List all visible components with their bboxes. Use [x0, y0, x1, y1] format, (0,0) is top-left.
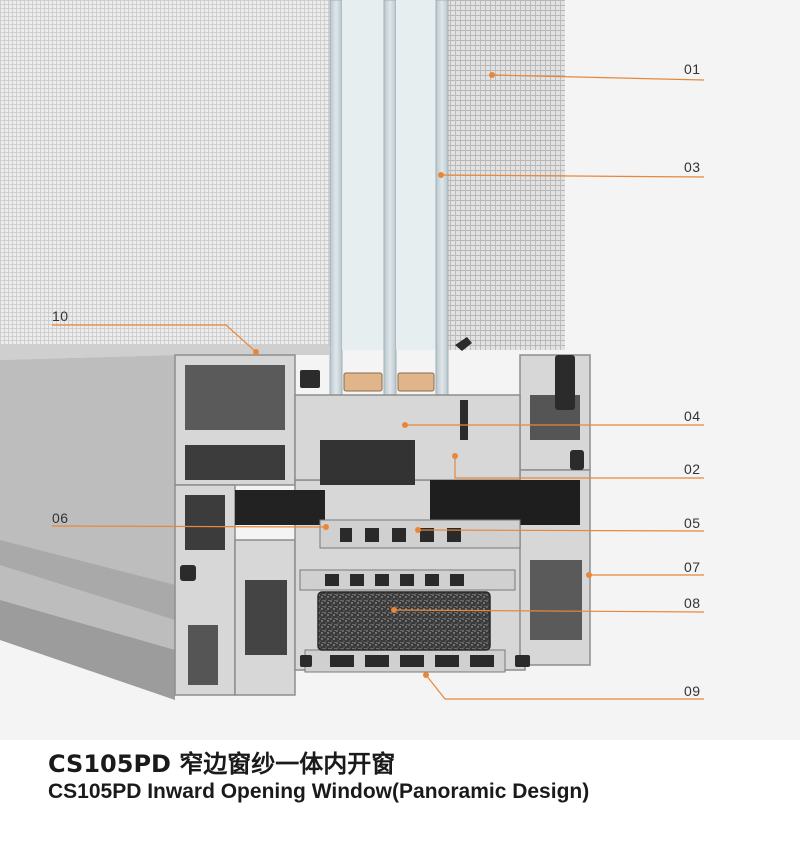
- profile-chambers: [185, 365, 582, 685]
- callout-01-label: 01: [684, 61, 701, 77]
- leader-dots: [253, 72, 592, 678]
- callout-04-label: 04: [684, 408, 701, 424]
- callout-10-label: 10: [52, 308, 69, 324]
- callout-07-label: 07: [684, 559, 701, 575]
- spacer-bar-1: [343, 372, 383, 392]
- gaskets: [180, 337, 584, 667]
- product-title-en: CS105PD Inward Opening Window(Panoramic …: [48, 780, 590, 803]
- sash-top-face: [0, 345, 330, 360]
- callout-03-label: 03: [684, 159, 701, 175]
- callout-05-label: 05: [684, 515, 701, 531]
- foam-insulation: [317, 591, 491, 651]
- callout-06-label: 06: [52, 510, 69, 526]
- callout-02-label: 02: [684, 461, 701, 477]
- product-title-cn: CS105PD 窄边窗纱一体内开窗: [48, 750, 396, 778]
- glass-panes: [329, 0, 449, 396]
- screen-mesh-left: [0, 0, 330, 345]
- leader-lines: [51, 74, 705, 700]
- spacer-bar-2: [397, 372, 435, 392]
- callout-08-label: 08: [684, 595, 701, 611]
- callout-09-label: 09: [684, 683, 701, 699]
